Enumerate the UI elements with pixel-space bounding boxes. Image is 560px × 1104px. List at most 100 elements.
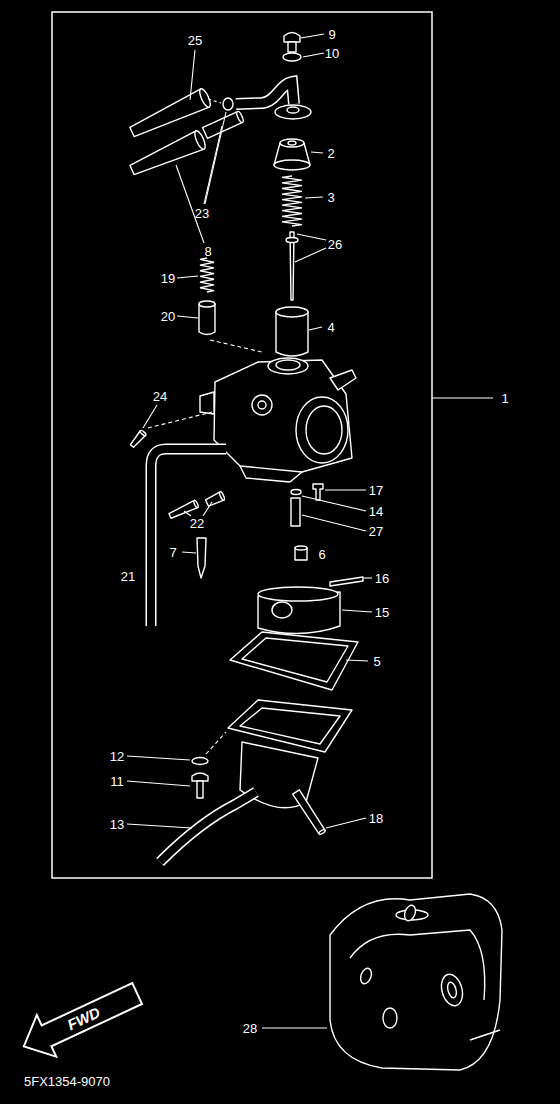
washer (283, 53, 301, 61)
part-outline (383, 1008, 397, 1028)
air-cover (330, 894, 502, 1070)
callout-number: 24 (153, 390, 167, 403)
callout-number: 26 (328, 238, 342, 251)
callout-number: 8 (204, 245, 211, 258)
part-outline (236, 82, 294, 104)
callout-number: 4 (327, 321, 334, 334)
part-outline (199, 304, 215, 335)
jet-parts (291, 484, 323, 526)
part-outline (193, 500, 199, 509)
part-outline (127, 756, 190, 760)
part-outline (326, 818, 366, 828)
arrow-shape (14, 973, 147, 1068)
callout-number: 6 (318, 548, 325, 561)
part-outline (276, 360, 300, 370)
part-outline (276, 307, 308, 317)
part-outline (291, 498, 300, 526)
float (258, 577, 363, 634)
part-outline (258, 587, 338, 601)
part-outline (210, 340, 262, 352)
part-outline (470, 1030, 500, 1040)
float-bowl (206, 700, 352, 808)
part-outline (302, 496, 366, 511)
part-outline (276, 312, 308, 356)
part-outline (223, 98, 233, 110)
callout-number: 1 (501, 392, 508, 405)
part-outline (199, 301, 215, 307)
part-outline (286, 238, 298, 243)
part-outline (127, 781, 190, 786)
spring (282, 176, 302, 226)
part-outline (130, 89, 209, 137)
callout-number: 11 (110, 775, 124, 788)
part-outline (313, 484, 323, 500)
part-outline (205, 112, 226, 204)
part-outline (301, 34, 324, 38)
part-outline (139, 430, 146, 437)
part-outline (309, 327, 322, 330)
callout-number: 22 (190, 517, 204, 530)
part-outline (262, 1027, 327, 1028)
part-outline (325, 489, 366, 490)
callout-number: 7 (169, 546, 176, 559)
hose (151, 449, 226, 626)
part-outline (52, 12, 432, 878)
part-outline (293, 790, 325, 834)
part-outline (203, 502, 212, 516)
part-outline (359, 967, 374, 985)
part-outline (288, 141, 296, 145)
callout-number: 16 (375, 572, 389, 585)
part-outline (350, 930, 485, 1000)
part-outline (197, 781, 203, 798)
part-outline (230, 632, 358, 690)
plunger (199, 301, 262, 352)
cable-elbow (236, 82, 311, 119)
callout-number: 20 (161, 310, 175, 323)
screw (130, 412, 212, 447)
part-outline (198, 87, 213, 108)
throttle-valve (276, 307, 308, 356)
assembly-frame (52, 12, 432, 878)
part-outline (305, 197, 323, 198)
callout-number: 17 (369, 484, 383, 497)
callout-number: 13 (110, 818, 124, 831)
part-outline (182, 552, 196, 553)
main-jet (295, 546, 307, 560)
leader-line (127, 34, 493, 1028)
part-outline (446, 981, 458, 999)
part-outline (283, 53, 301, 61)
part-outline (288, 42, 296, 52)
callout-number: 10 (325, 47, 339, 60)
callout-number: 9 (328, 28, 335, 41)
part-outline (330, 894, 502, 1070)
part-outline (272, 602, 292, 618)
part-outline (295, 248, 326, 262)
part-outline (342, 610, 372, 612)
part-outline (330, 370, 356, 390)
part-outline (242, 638, 348, 682)
callout-number: 19 (161, 272, 175, 285)
part-outline (302, 515, 366, 531)
part-code: 5FX1354-9070 (24, 1075, 110, 1088)
callout-number: 3 (327, 191, 334, 204)
callout-number: 21 (121, 570, 135, 583)
part-outline (143, 405, 157, 428)
part-outline (177, 316, 198, 318)
part-outline (240, 466, 302, 482)
part-outline (236, 111, 245, 124)
part-outline (297, 234, 326, 240)
part-outline (151, 449, 226, 626)
part-outline (311, 152, 323, 153)
screw (169, 491, 225, 518)
direction-arrow: FWD (3, 967, 158, 1073)
part-outline (287, 107, 299, 113)
part-outline (240, 708, 340, 744)
part-outline (330, 577, 363, 586)
part-outline (206, 732, 226, 754)
carburetor-body (200, 358, 356, 482)
part-outline (275, 105, 311, 119)
part-outline (177, 276, 198, 278)
callout-number: 25 (188, 34, 202, 47)
